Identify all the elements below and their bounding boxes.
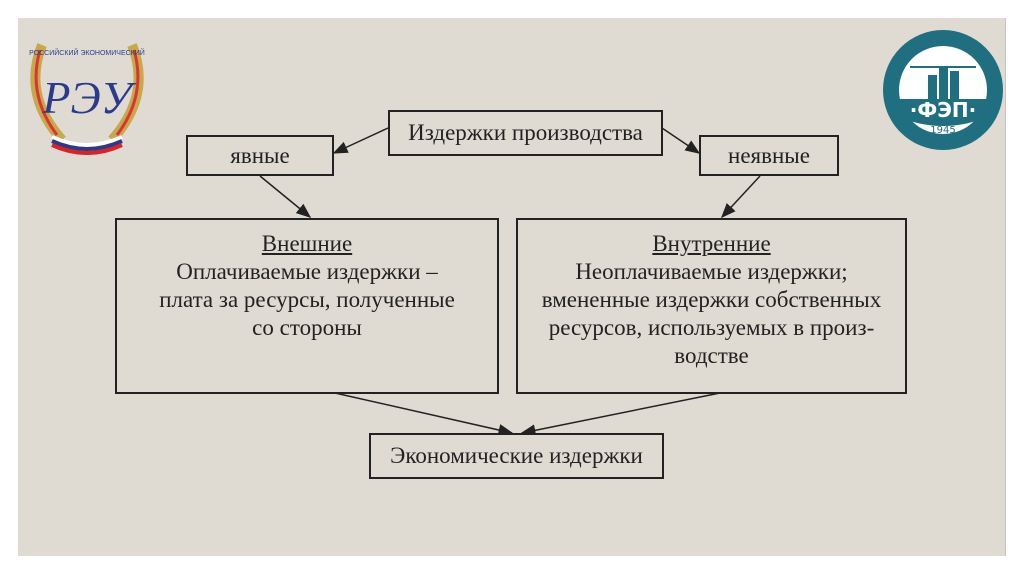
svg-text:РОССИЙСКИЙ ЭКОНОМИЧЕСКИЙ: РОССИЙСКИЙ ЭКОНОМИЧЕСКИЙ (29, 48, 145, 57)
internal-line: ресурсов, используемых в произ- (548, 315, 875, 340)
arrow-root-to-explicit (332, 127, 389, 154)
external-box: Внешние Оплачиваемые издержки – плата за… (115, 218, 499, 394)
explicit-label: явные (230, 142, 290, 168)
logo-monogram: РЭУ (41, 72, 136, 123)
implicit-label: неявные (728, 142, 810, 168)
internal-title: Внутренние (652, 231, 771, 256)
explicit-box: явные (186, 135, 334, 176)
university-logo: РЭУ РОССИЙСКИЙ ЭКОНОМИЧЕСКИЙ (22, 25, 152, 160)
arrow-implicit-to-internal (720, 175, 761, 219)
faculty-logo: ·ФЭП· 1945 (880, 27, 1006, 158)
implicit-box: неявные (699, 135, 839, 176)
internal-line: Неоплачиваемые издержки; (575, 259, 848, 284)
arrow-internal-to-result (520, 392, 721, 437)
external-line: Оплачиваемые издержки – (176, 259, 438, 284)
arrow-explicit-to-external (259, 175, 312, 218)
result-label: Экономические издержки (390, 443, 643, 468)
internal-line: водстве (674, 343, 749, 368)
svg-text:1945: 1945 (930, 125, 955, 136)
external-line: со стороны (252, 315, 362, 340)
root-box: Издержки производства (388, 110, 663, 156)
root-label: Издержки производства (408, 120, 643, 145)
internal-box: Внутренние Неоплачиваемые издержки; вмен… (516, 218, 907, 394)
arrow-root-to-implicit (661, 127, 701, 154)
internal-line: вмененные издержки собственных (541, 287, 882, 312)
external-line: плата за ресурсы, полученные (159, 287, 455, 312)
external-title: Внешние (261, 231, 353, 256)
arrow-external-to-result (334, 392, 514, 436)
svg-text:·ФЭП·: ·ФЭП· (910, 98, 976, 122)
result-box: Экономические издержки (369, 433, 664, 479)
